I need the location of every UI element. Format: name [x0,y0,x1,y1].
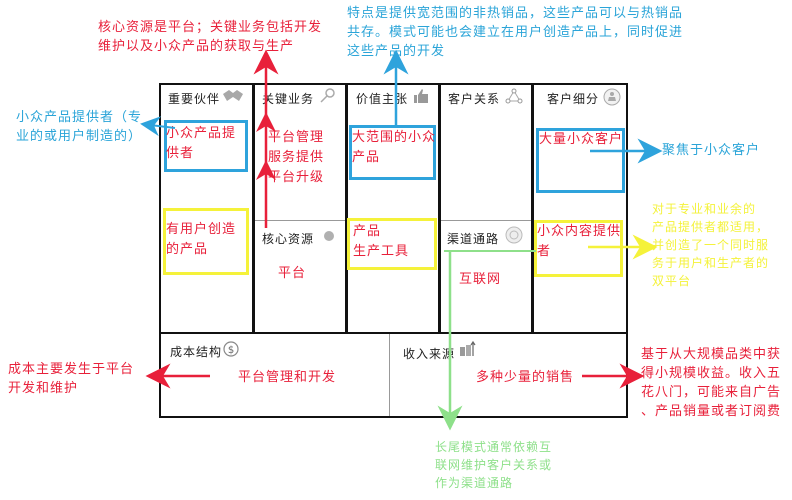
block-content: 平台 [278,266,307,281]
divider [345,83,348,333]
money-bag-icon [458,340,476,358]
globe-icon [505,226,523,244]
divider [438,83,441,333]
block-content: 多种少量的销售 [476,370,575,385]
block-content: 小众产品提供者 [166,126,237,161]
network-icon [505,88,523,106]
resource-dot-icon [320,229,338,247]
divider [255,220,345,221]
annotation-channels: 长尾模式通常依赖互 联网维护客户关系或 作为渠道通路 [435,440,553,490]
annotation-value-proposition: 特点是提供宽范围的非热销品，这些产品可以与热销品 共存。模式可能也会建立在用户创… [347,6,684,59]
block-content: 平台管理和开发 [238,370,337,385]
divider [252,83,255,333]
block-content: 互联网 [459,272,502,287]
block-title: 重要伙伴 [168,92,221,106]
annotation-revenue-streams: 基于从大规模品类中获 得小规模收益。收入五 花八门，可能来自广告 、产品销量或者… [641,347,782,419]
block-title: 渠道通路 [447,232,500,246]
annotation-key-partners: 小众产品提供者（专 业的或用户制造的） [16,110,143,144]
block-content: 大量小众客户 [539,132,624,147]
annotation-key-resources-activities: 核心资源是平台；关键业务包括开发 维护以及小众产品的获取与生产 [98,20,323,54]
annotation-cost-structure: 成本主要发生于平台 开发和维护 [8,362,135,396]
block-content: 产品 生产工具 [353,224,410,259]
block-title: 价值主张 [356,92,409,106]
block-title: 核心资源 [262,232,315,246]
divider [441,220,531,221]
highlight-box [164,120,248,172]
divider [531,83,534,333]
annotation-content-providers: 对于专业和业余的 产品提供者都适用， 并创造了一个同时服 务于用户和生产者的 双… [652,202,770,288]
block-content: 小众内容提供者 [537,224,622,259]
block-title: 关键业务 [262,92,315,106]
highlight-box [349,125,436,180]
divider [389,334,390,416]
handshake-icon [222,88,243,106]
dollar-icon: $ [222,341,240,359]
highlight-box [347,218,437,270]
highlight-box [163,208,249,275]
block-content: 平台管理 服务提供 平台升级 [268,130,325,185]
block-title: 成本结构 [170,345,223,359]
block-title: 客户细分 [547,92,600,106]
block-title: 收入来源 [403,347,456,361]
key-icon [318,87,336,105]
canvas-border [159,83,628,418]
highlight-box [534,220,623,277]
divider [159,332,628,334]
block-content: 大范围的小众产品 [352,130,437,165]
thumbs-up-icon [412,88,430,106]
people-icon [603,88,621,106]
block-content: 有用户创造的产品 [166,222,237,257]
block-title: 客户关系 [448,92,501,106]
annotation-customer-segments: 聚焦于小众客户 [662,143,761,158]
highlight-box [536,128,625,193]
svg-text:$: $ [228,345,234,356]
